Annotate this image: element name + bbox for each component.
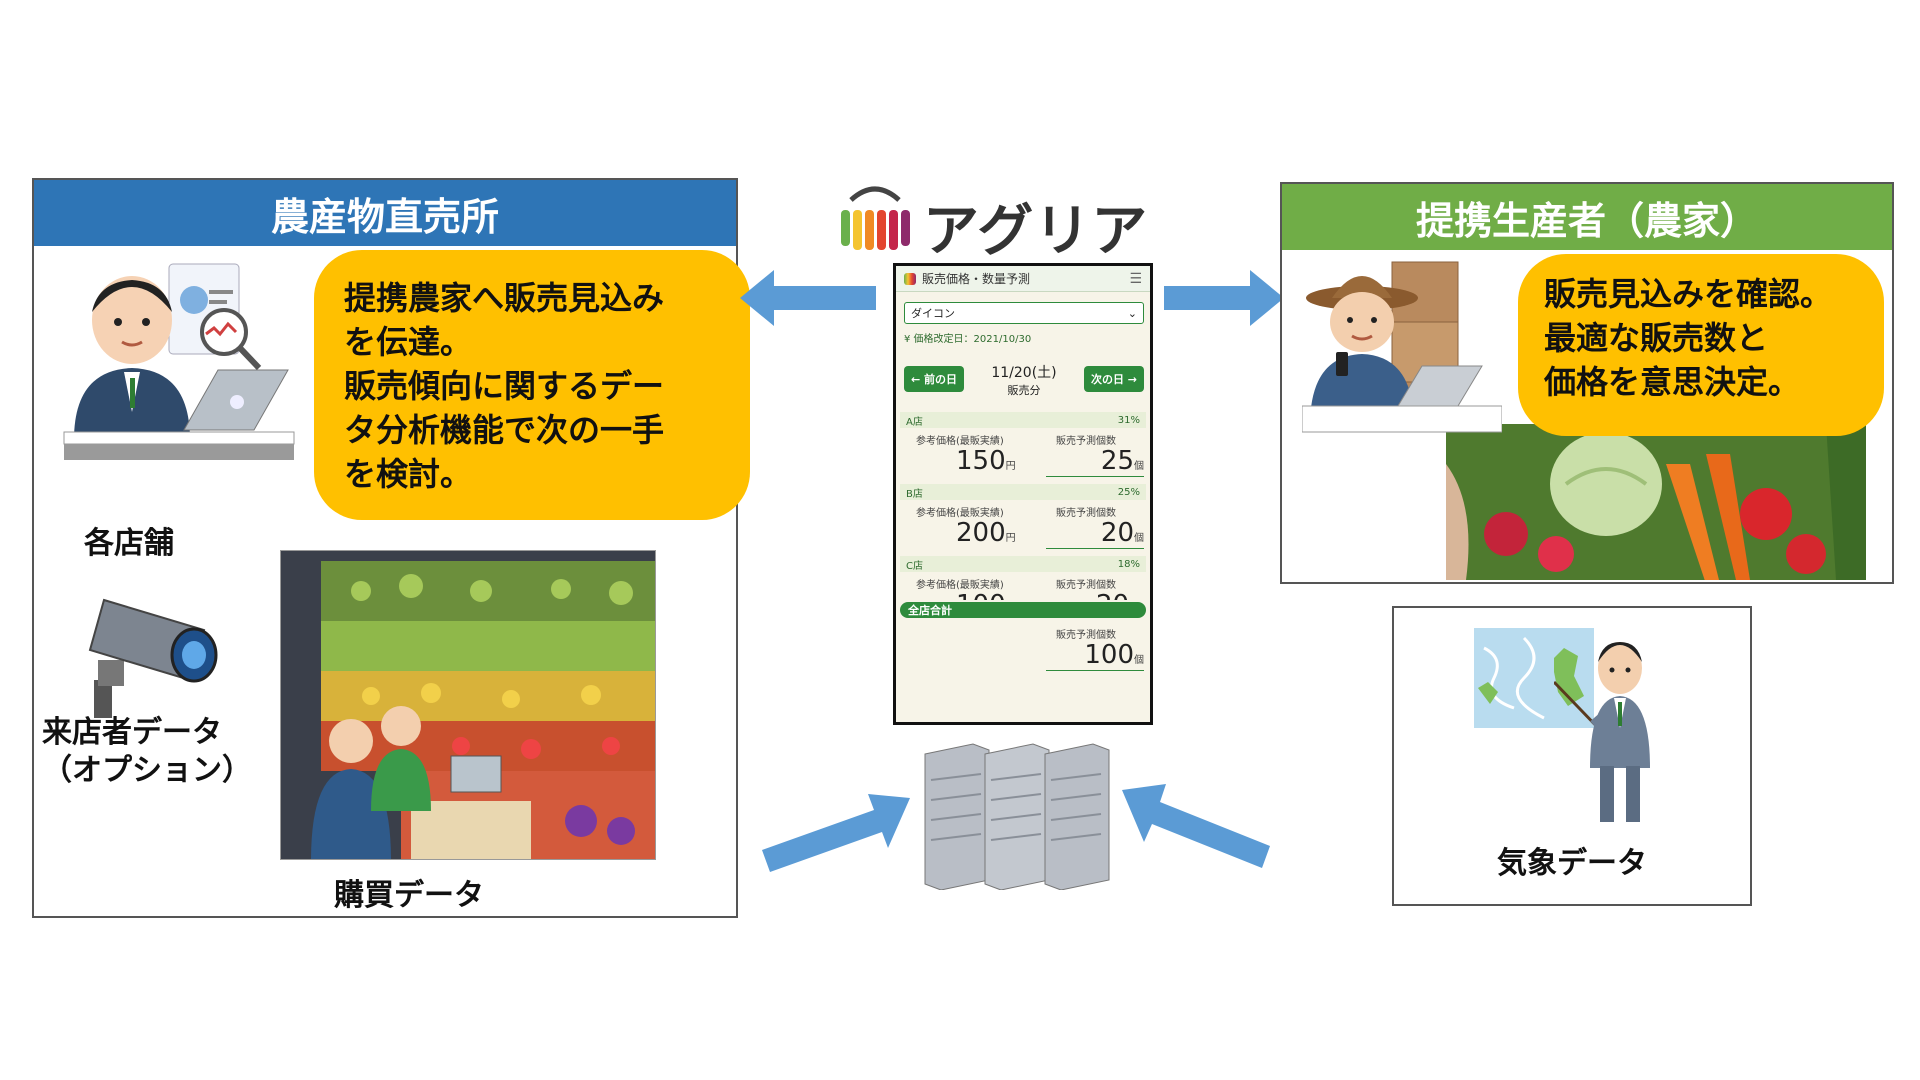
left-bubble-line-1: 提携農家へ販売見込み [344,279,665,317]
store-c-pct: 18% [1117,558,1140,570]
store-c-price-value: 100 [956,590,1006,600]
total-qty-label: 販売予測個数 [1056,630,1116,641]
store-a-pct: 31% [1117,414,1140,426]
weather-panel: 気象データ [1392,606,1752,906]
brand-logo-icon [841,186,910,250]
store-a-price-label: 参考価格(最販実績) [916,436,1004,447]
store-b-price: 200円 [956,518,1016,548]
next-day-button[interactable]: 次の日 → [1084,366,1144,392]
arrow-data-from-weather [1122,784,1270,868]
farmers-title: 提携生産者（農家） [1415,198,1758,243]
total-qty-unit: 個 [1134,655,1144,666]
farmer-illustration [1302,261,1502,433]
store-c-price-label: 参考価格(最販実績) [916,580,1004,591]
prev-day-button[interactable]: ← 前の日 [904,366,964,392]
store-b-price-unit: 円 [1005,533,1016,544]
right-bubble-line-2: 最適な販売数と [1544,319,1769,357]
weather-data-label: 気象データ [1497,846,1647,881]
total-qty: 100個 [1046,640,1144,671]
farmers-header: 提携生産者（農家） [1282,184,1892,250]
store-c-name: C店 [906,560,923,572]
app-header-title: 販売価格・数量予測 [922,272,1031,286]
store-b-qty: 20個 [1046,518,1144,549]
store-b-qty-label: 販売予測個数 [1056,508,1116,519]
arrow-to-farmers [1164,270,1284,326]
vegetable-select[interactable]: ダイコン ⌄ [904,302,1144,324]
date-value: 11/20(土) [991,365,1057,381]
left-speech-bubble: 提携農家へ販売見込み を伝達。 販売傾向に関するデー タ分析機能で次の一手 を検… [314,250,750,520]
visitor-data-label-line1: 来店者データ [42,715,222,750]
right-speech-bubble: 販売見込みを確認。 最適な販売数と 価格を意思決定。 [1518,254,1884,436]
store-b-price-value: 200 [956,518,1006,548]
brand-logo: アグリアスエ [835,182,1195,345]
left-bubble-line-3: 販売傾向に関するデー [344,367,665,405]
store-b-qty-value: 20 [1100,518,1134,548]
farmers-panel: 提携生産者（農家） 販売見込みを確認。 [1280,182,1894,584]
arrow-data-from-stores [762,794,910,872]
app-logo-icon [904,272,916,285]
visitor-data-label: 来店者データ （オプション） [42,714,252,790]
store-a-qty-label: 販売予測個数 [1056,436,1116,447]
right-bubble-line-1: 販売見込みを確認。 [1544,275,1833,313]
supermarket-photo [280,550,656,860]
left-bubble-line-5: を検討。 [344,455,473,493]
total-bar-label: 全店合計 [908,604,952,617]
date-sub: 販売分 [1007,384,1041,397]
store-a-qty-value: 25 [1100,446,1134,476]
store-a-price-unit: 円 [1005,461,1016,472]
store-a-qty-unit: 個 [1134,461,1144,472]
store-c-qty-label: 販売予測個数 [1056,580,1116,591]
stores-label: 各店舗 [84,526,174,561]
store-b-bar: B店 25% [900,484,1146,500]
visitor-data-label-line2: （オプション） [42,753,252,788]
arrow-to-direct-sales [740,270,876,326]
purchase-data-label: 購買データ [334,878,484,913]
vegetable-select-value: ダイコン [911,307,955,320]
phone-app-mockup: 販売価格・数量予測 ☰ ダイコン ⌄ ¥ 価格改定日：2021/10/30 ← … [893,263,1153,725]
store-a-price: 150円 [956,446,1016,476]
store-a-bar: A店 31% [900,412,1146,428]
store-b-qty-unit: 個 [1134,533,1144,544]
left-bubble-line-2: を伝達。 [344,323,473,361]
vegetables-photo [1446,424,1866,580]
store-b-name: B店 [906,488,923,500]
direct-sales-header: 農産物直売所 [34,180,736,246]
server-cluster-icon [924,743,1110,890]
store-a-price-value: 150 [956,446,1006,476]
chevron-down-icon: ⌄ [1127,306,1137,320]
store-c-qty-value: 20 [1096,590,1129,600]
revision-date: ¥ 価格改定日：2021/10/30 [904,334,1032,345]
direct-sales-panel: 農産物直売所 提携農家へ販売見込み を伝達。 販売傾向に関するデー タ分析機能で… [32,178,750,918]
store-c-bar: C店 18% [900,556,1146,572]
total-qty-value: 100 [1084,640,1134,670]
staff-computer-illustration [63,263,295,460]
security-camera-icon [88,598,218,718]
app-header: 販売価格・数量予測 ☰ [896,266,1150,292]
store-a-qty: 25個 [1046,446,1144,477]
store-b-price-label: 参考価格(最販実績) [916,508,1004,519]
store-a-name: A店 [906,416,923,428]
left-bubble-line-4: タ分析機能で次の一手 [344,411,665,449]
date-display: 11/20(土) 販売分 [976,362,1072,398]
right-bubble-line-3: 価格を意思決定。 [1544,363,1801,401]
total-bar: 全店合計 [900,602,1146,618]
menu-icon[interactable]: ☰ [1129,270,1142,287]
direct-sales-title: 農産物直売所 [270,194,499,239]
weather-presenter-illustration [1554,642,1650,822]
store-b-pct: 25% [1117,486,1140,498]
store-c-values-clip: 100 20 [896,590,1150,600]
